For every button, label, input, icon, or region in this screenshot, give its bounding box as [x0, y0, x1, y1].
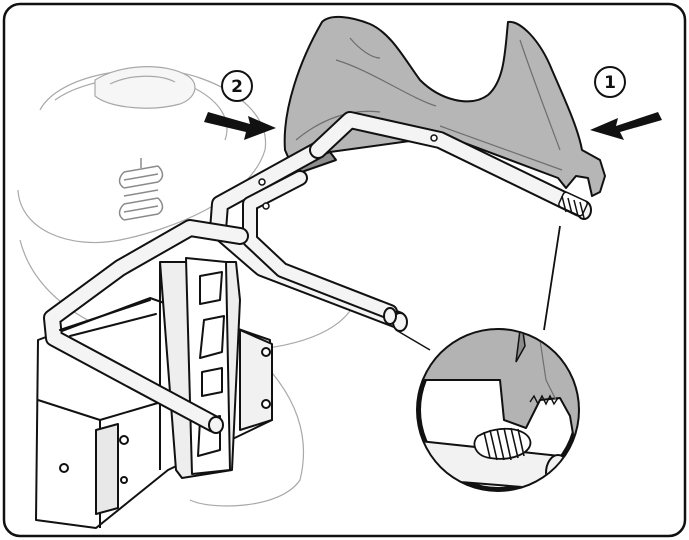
spring-icon	[118, 158, 164, 221]
callout-2: 2	[204, 70, 276, 140]
leader-line	[543, 225, 561, 331]
callout-2-label: 2	[231, 77, 243, 97]
callout-1: 1	[590, 66, 662, 140]
magnified-detail	[416, 328, 580, 492]
arrow-right-icon	[204, 112, 276, 140]
tube-ends	[208, 200, 592, 434]
arrow-left-icon	[590, 112, 662, 140]
callout-1-label: 1	[604, 73, 616, 93]
leader-line-2	[395, 329, 431, 351]
rivets	[258, 134, 438, 210]
tube-frame	[43, 111, 589, 433]
ghost-mower-outline	[17, 66, 356, 507]
tube-spring-icon	[558, 191, 588, 219]
